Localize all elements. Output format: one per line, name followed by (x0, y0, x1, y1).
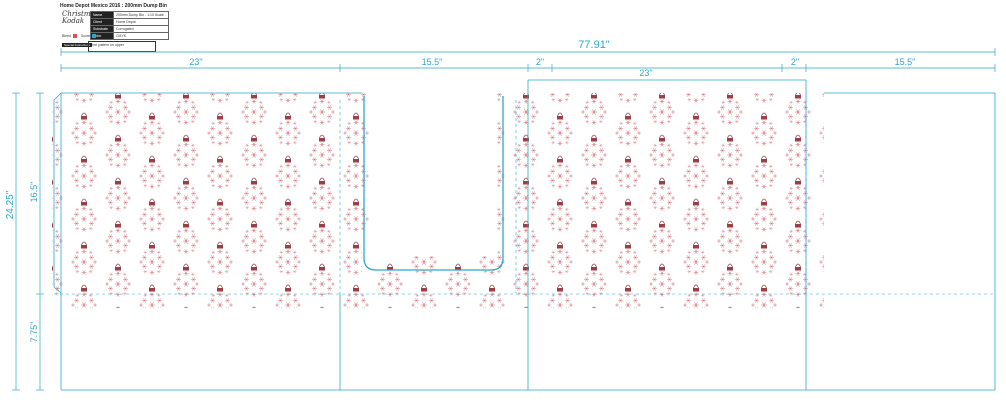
panel-2-width: 15.5" (422, 57, 443, 67)
legend-bleed-label: Bleed (62, 34, 71, 38)
lower-section-label: 7.75" (29, 322, 39, 343)
panel-5-width: 2" (791, 57, 799, 67)
panel-dimension-ticks (60, 64, 996, 72)
note-box: Print pattern on upper (88, 41, 156, 52)
ornament-artwork (52, 93, 824, 308)
panel-1-width: 23" (189, 57, 202, 67)
job-title: Home Depot Mexico 2016 : 200mm Dump Bin (60, 3, 167, 9)
panel-4-width: 23" (639, 68, 652, 78)
window-cutout (363, 96, 504, 271)
brand-logo: Christmas Kodak (62, 10, 99, 25)
upper-section-label: 16.5" (29, 182, 39, 203)
score-swatch (92, 34, 97, 39)
bleed-swatch (72, 34, 77, 39)
glue-flap-outline (53, 92, 62, 294)
line-legend: Bleed Score (62, 34, 99, 39)
legend-score-label: Score (80, 34, 91, 38)
note-label: Special Instructions (62, 43, 93, 47)
total-dimension-label: 77.91" (578, 39, 610, 51)
panel-3-width: 2" (536, 57, 544, 67)
panel-6-width: 15.5" (895, 57, 916, 67)
side-total-label: 24.25" (5, 190, 16, 219)
